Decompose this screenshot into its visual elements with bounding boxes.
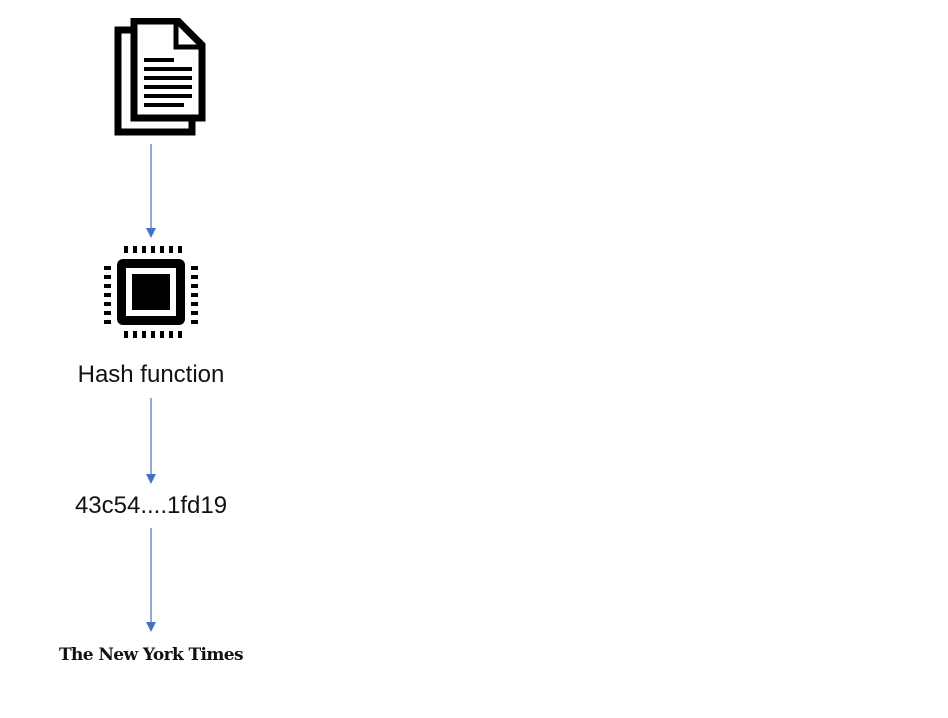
chip-icon xyxy=(104,246,198,338)
arrow-hash-to-output xyxy=(146,398,156,484)
chip-core-inner xyxy=(137,279,165,305)
hash-output-value: 43c54....1fd19 xyxy=(74,492,228,519)
arrow-documents-to-hash xyxy=(146,144,156,238)
page-fold xyxy=(173,21,202,50)
chip-pins xyxy=(104,246,198,338)
text-lines xyxy=(144,58,192,107)
arrow-output-to-publication xyxy=(146,528,156,632)
hash-function-label: Hash function xyxy=(77,361,225,388)
new-york-times-logo: The New York Times xyxy=(59,645,244,665)
documents-icon xyxy=(114,18,206,136)
